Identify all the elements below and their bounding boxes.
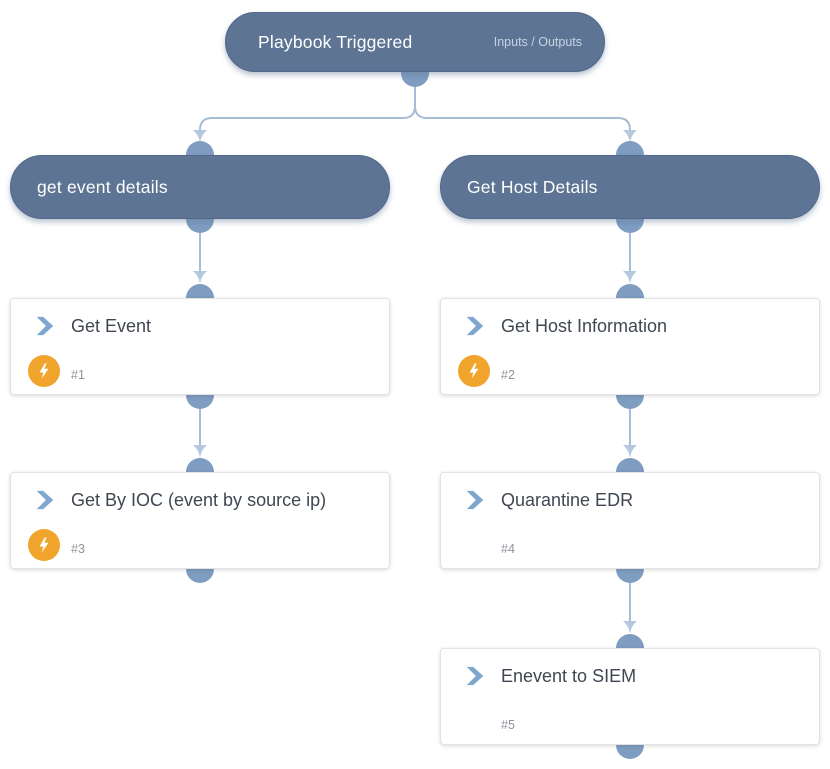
connector-trigger-to-right-section [414,86,631,131]
task-number: #3 [71,542,85,556]
automation-lightning-icon [458,355,490,387]
task-chevron-icon [466,490,484,510]
task-card-get-event[interactable]: Get Event #1 [10,298,390,395]
section-header-get-host-details[interactable]: Get Host Details [440,155,820,219]
trigger-node[interactable]: Playbook Triggered Inputs / Outputs [225,12,605,72]
task-number: #4 [501,542,515,556]
task-chevron-icon [36,490,54,510]
connector-trigger-to-left-section [199,86,416,131]
section-title: get event details [37,176,168,197]
task-card-quarantine-edr[interactable]: Quarantine EDR #4 [440,472,820,569]
task-card-enevent-to-siem[interactable]: Enevent to SIEM #5 [440,648,820,745]
task-title: Enevent to SIEM [501,666,637,686]
task-number: #5 [501,718,515,732]
arrowhead-icon [623,445,637,458]
task-chevron-icon [36,316,54,336]
task-number: #1 [71,368,85,382]
task-chevron-icon [466,666,484,686]
trigger-inputs-outputs-link[interactable]: Inputs / Outputs [493,35,582,49]
automation-lightning-icon [28,529,60,561]
arrowhead-icon [193,445,207,458]
task-title: Get Event [71,316,152,336]
task-card-get-host-information[interactable]: Get Host Information #2 [440,298,820,395]
arrowhead-icon [193,271,207,284]
arrowhead-icon [623,271,637,284]
task-number: #2 [501,368,515,382]
arrowhead-icon [623,621,637,634]
task-title: Get By IOC (event by source ip) [71,490,327,510]
task-title: Quarantine EDR [501,490,634,510]
section-header-get-event-details[interactable]: get event details [10,155,390,219]
task-card-get-by-ioc[interactable]: Get By IOC (event by source ip) #3 [10,472,390,569]
task-chevron-icon [466,316,484,336]
trigger-title: Playbook Triggered [258,31,413,52]
task-title: Get Host Information [501,316,668,336]
automation-lightning-icon [28,355,60,387]
section-title: Get Host Details [467,176,598,197]
